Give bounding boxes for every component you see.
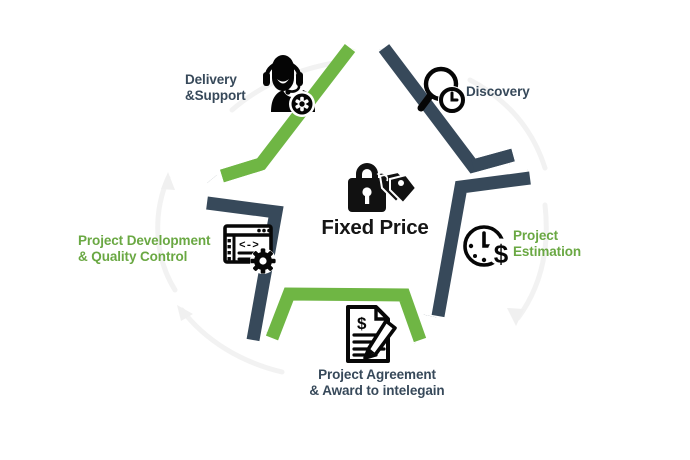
- chevron-project-agreement: [265, 287, 427, 343]
- flow-arrow-right-bottom: [515, 202, 549, 321]
- label-project-agreement: Project Agreement & Award to intelegain: [309, 367, 445, 399]
- svg-text:$: $: [494, 239, 509, 269]
- arrowhead-left: [161, 172, 175, 190]
- chevron-project-development: [206, 196, 284, 342]
- flow-arrow-left: [155, 175, 178, 293]
- label-project-estimation: Project Estimation: [513, 228, 582, 260]
- flow-arrow-right-top: [467, 77, 548, 171]
- svg-text:<->: <->: [239, 240, 259, 252]
- clock-dollar-icon: $: [461, 221, 517, 273]
- headset-agent-gear-icon: [255, 52, 317, 120]
- padlock-price-tag-icon: [332, 152, 418, 216]
- outer-flow-arrowheads: [161, 172, 524, 326]
- pentagon-corner-flicks: [220, 148, 515, 183]
- label-discovery: Discovery: [466, 84, 530, 99]
- center-label: Fixed Price: [321, 216, 429, 239]
- flick-top-green: [220, 157, 263, 183]
- flick-top-dark: [471, 148, 515, 173]
- document-pen-icon: $: [342, 303, 400, 365]
- arrowhead-right-bottom: [507, 308, 524, 326]
- flow-arrow-bottom: [179, 307, 285, 375]
- arrowhead-bottom: [177, 305, 193, 321]
- chevron-project-estimation: [431, 171, 531, 318]
- label-delivery-support: Delivery &Support: [185, 72, 246, 104]
- magnifier-clock-icon: [416, 64, 472, 122]
- label-project-development: Project Development & Quality Control: [78, 233, 211, 265]
- outer-flow-arrows: [155, 59, 549, 375]
- svg-text:$: $: [357, 314, 367, 333]
- code-window-gear-icon: <->: [222, 222, 280, 276]
